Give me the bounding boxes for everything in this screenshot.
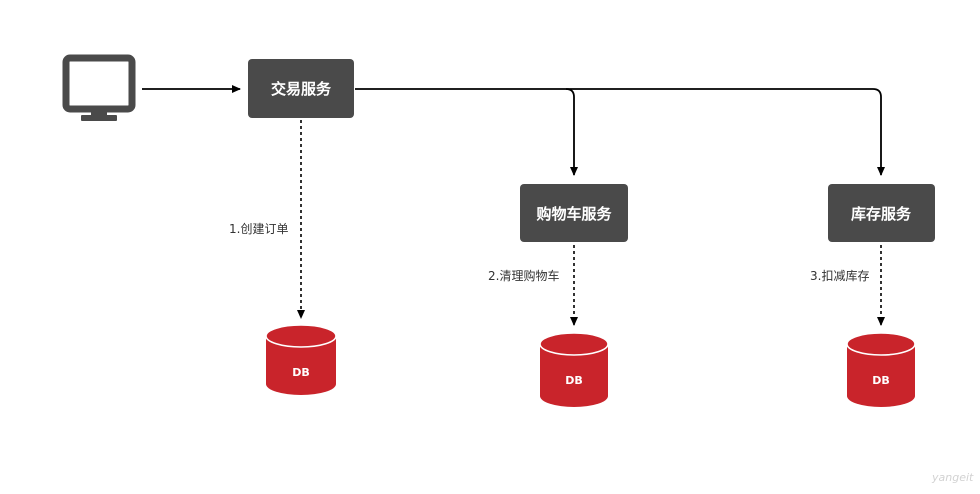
- step-create-order-label: 1.创建订单: [229, 222, 288, 236]
- watermark-text: yangeit: [931, 471, 974, 484]
- trade-service-box: 交易服务: [248, 59, 354, 118]
- cart-service-label: 购物车服务: [536, 205, 612, 223]
- trade-to-cart-arrow: [355, 88, 578, 176]
- trade-service-label: 交易服务: [271, 80, 332, 98]
- trade-to-inventory-arrow: [566, 88, 885, 176]
- cart-database-icon: DB: [539, 332, 609, 407]
- step-reduce-stock-label: 3.扣减库存: [810, 268, 869, 283]
- cart-service-box: 购物车服务: [520, 184, 628, 242]
- trade-database-label: DB: [292, 366, 310, 379]
- monitor-icon: [62, 54, 136, 121]
- inventory-service-box: 库存服务: [828, 184, 935, 242]
- inventory-service-label: 库存服务: [851, 205, 912, 223]
- cart-database-label: DB: [565, 374, 583, 387]
- inventory-database-label: DB: [872, 374, 890, 387]
- inventory-database-icon: DB: [846, 332, 916, 407]
- step-clear-cart-label: 2.清理购物车: [488, 268, 559, 283]
- trade-database-icon: DB: [265, 324, 337, 395]
